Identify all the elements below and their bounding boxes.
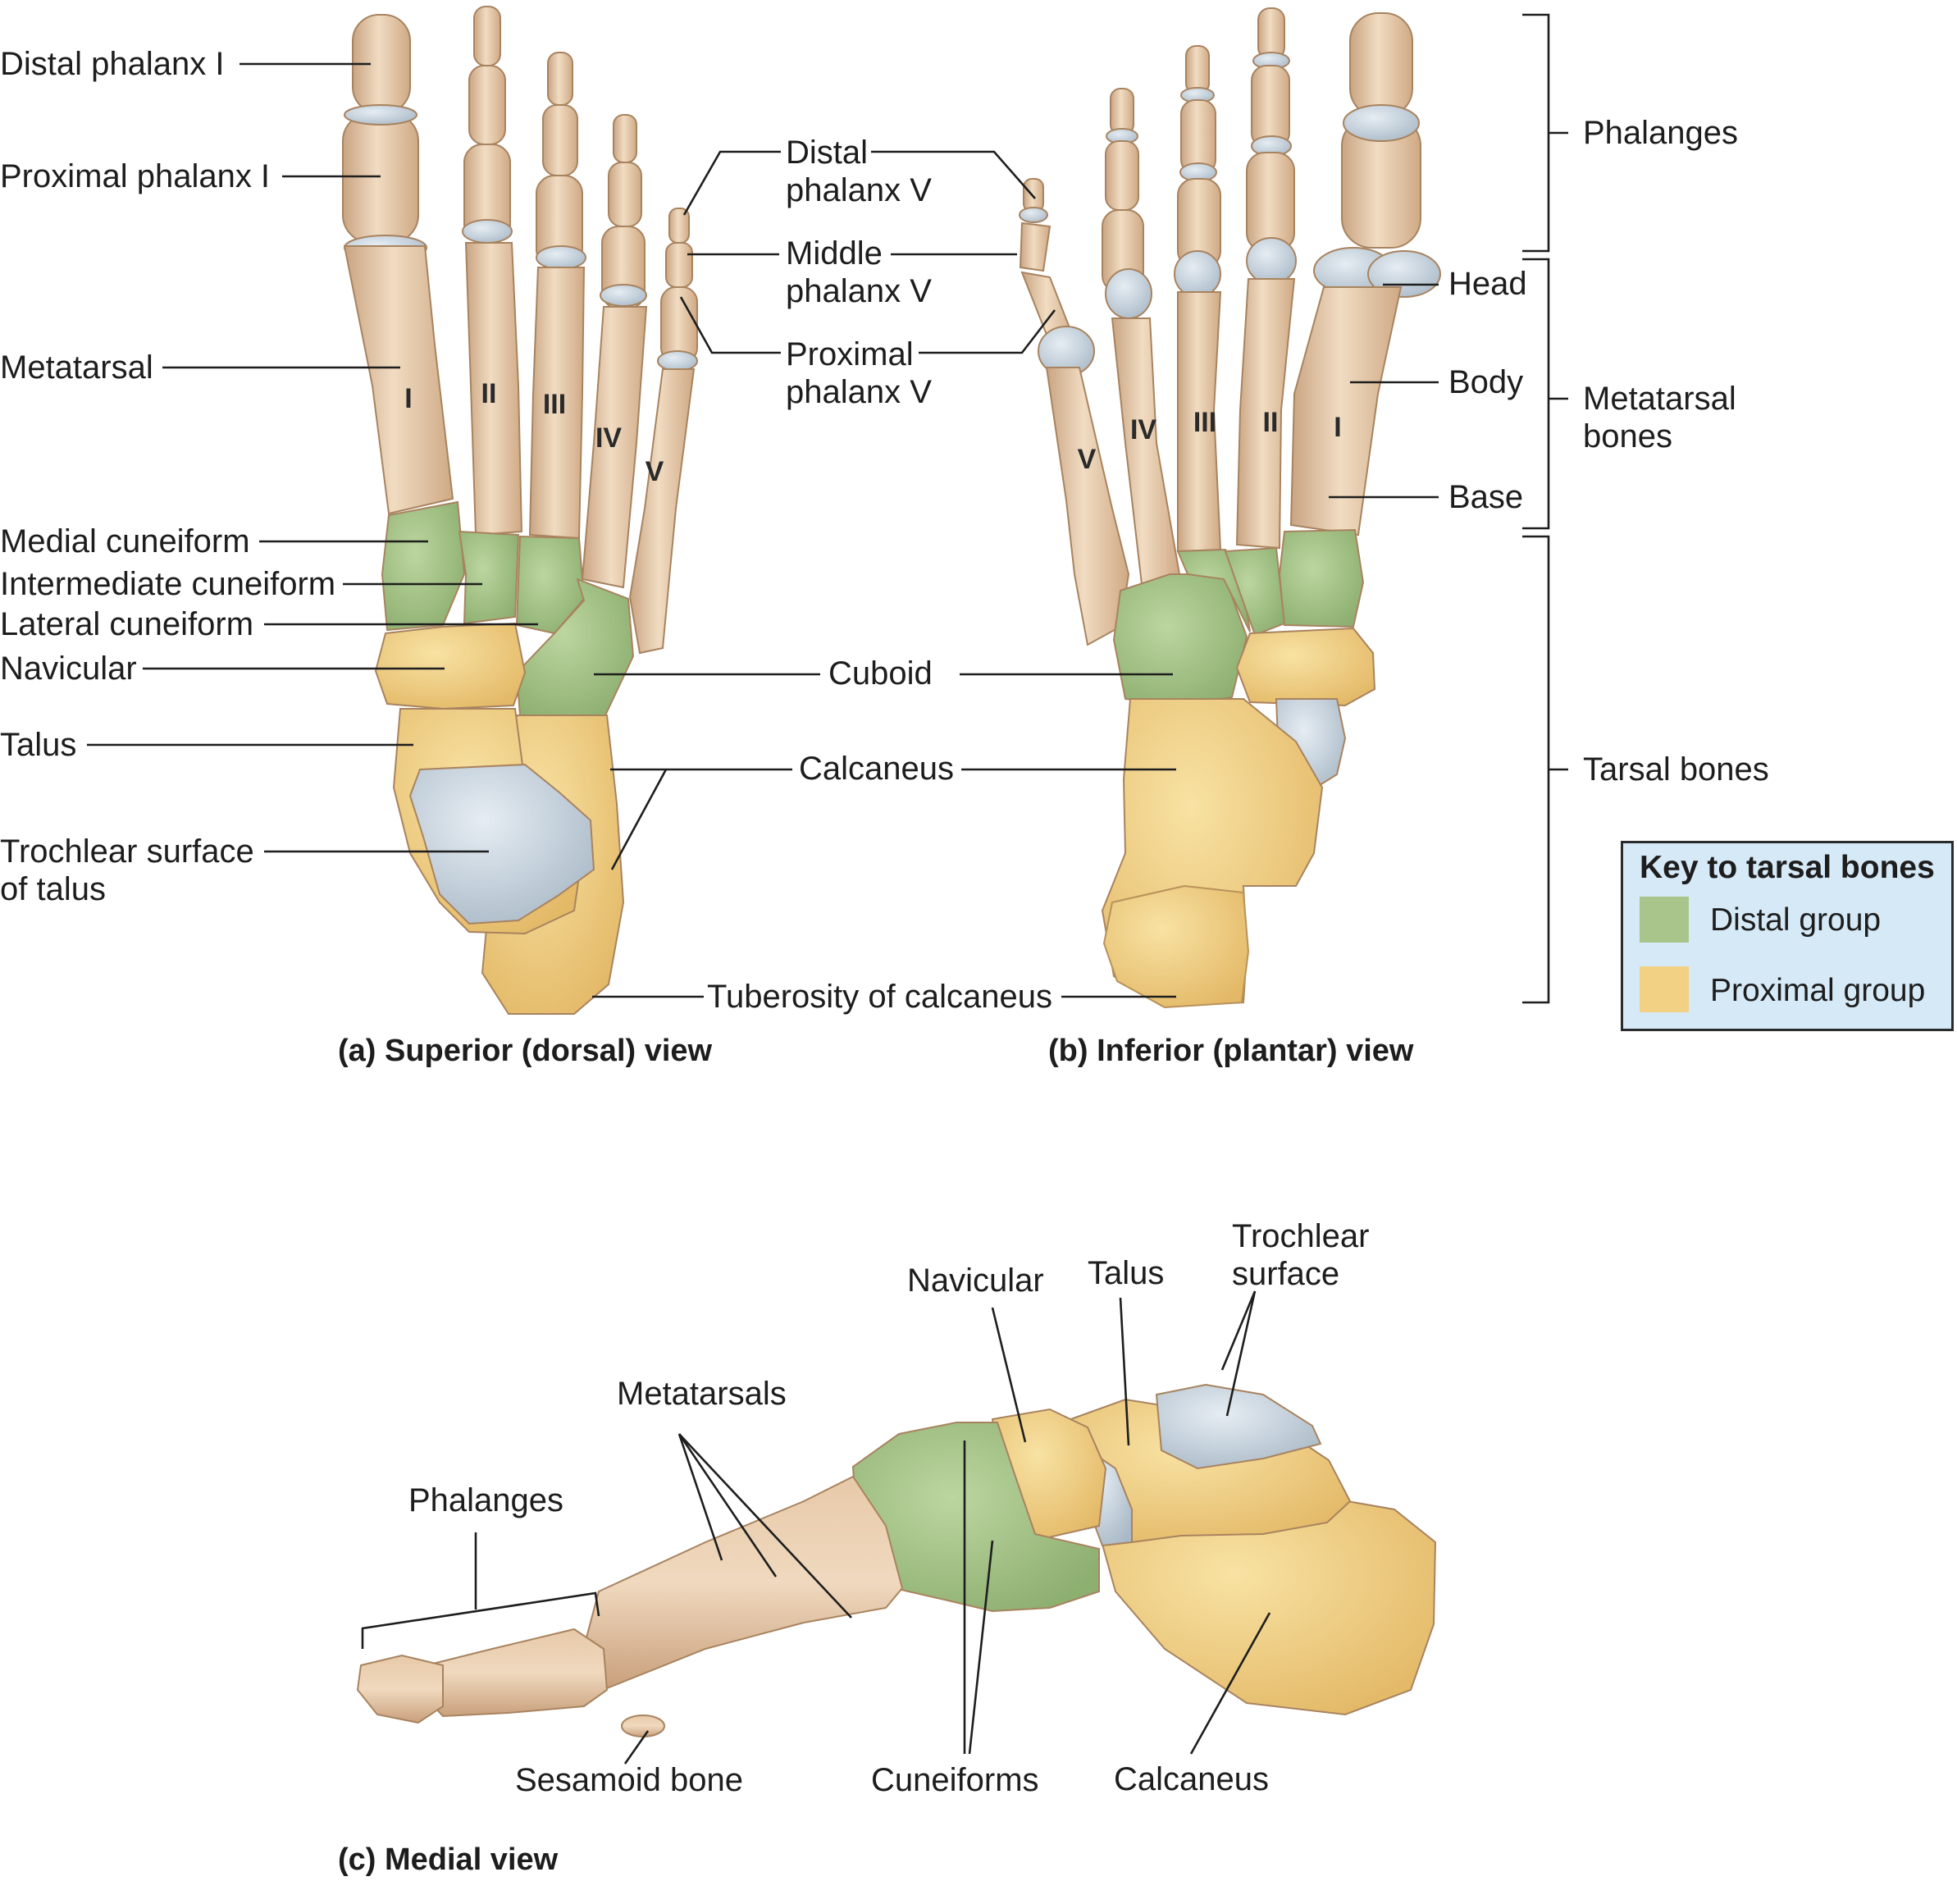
trochlear-surface-c xyxy=(1155,1383,1322,1470)
navicular-b xyxy=(1235,627,1376,707)
key-to-tarsal-bones: Key to tarsal bones Distal group Proxima… xyxy=(1621,841,1954,1031)
label-intermediate-cuneiform: Intermediate cuneiform xyxy=(0,566,336,602)
metatarsal-ii-a xyxy=(464,242,523,536)
label-cuneiforms: Cuneiforms xyxy=(871,1762,1039,1798)
label-distal-phalanx-i: Distal phalanx I xyxy=(0,46,225,82)
view-c-bones xyxy=(356,1383,1437,1737)
roman-b-iv: IV xyxy=(1130,414,1156,445)
view-a-bones xyxy=(342,6,698,1015)
roman-b-i: I xyxy=(1334,412,1341,443)
label-talus-c: Talus xyxy=(1088,1255,1165,1291)
key-title: Key to tarsal bones xyxy=(1640,850,1935,885)
distal-group-swatch xyxy=(1640,897,1689,943)
caption-superior-view: (a) Superior (dorsal) view xyxy=(338,1034,713,1068)
middle-phalanx-v-b xyxy=(1019,221,1051,272)
label-head: Head xyxy=(1448,266,1527,302)
proximal-phalanx-i-a xyxy=(342,112,419,244)
label-calcaneus-ab: Calcaneus xyxy=(799,751,955,787)
caption-inferior-view: (b) Inferior (plantar) view xyxy=(1048,1034,1414,1068)
navicular-a xyxy=(374,622,527,710)
medial-cuneiform-b xyxy=(1278,528,1365,628)
label-phalanges-b: Phalanges xyxy=(1583,115,1739,151)
metatarsals-c xyxy=(577,1475,904,1690)
roman-b-ii: II xyxy=(1263,407,1279,438)
label-tuberosity-of-calcaneus: Tuberosity of calcaneus xyxy=(707,979,1052,1015)
metatarsal-v-a xyxy=(628,368,696,655)
metatarsal-iv-b xyxy=(1111,317,1181,586)
label-distal-phalanx-v: Distal phalanx V xyxy=(786,135,932,208)
roman-b-iii: III xyxy=(1193,407,1216,438)
label-middle-phalanx-v: Middle phalanx V xyxy=(786,235,932,309)
metatarsal-iv-a xyxy=(581,306,648,589)
label-trochlear-surface-of-talus: Trochlear surface of talus xyxy=(0,833,254,907)
label-lateral-cuneiform: Lateral cuneiform xyxy=(0,606,254,642)
label-base: Base xyxy=(1448,479,1524,515)
label-phalanges-c: Phalanges xyxy=(408,1482,564,1518)
metatarsal-numerals: I II III IV V V IV III II I xyxy=(404,378,1341,487)
intermediate-cuneiform-a xyxy=(458,530,520,625)
metatarsal-i-a xyxy=(343,245,454,515)
joint-cartilage xyxy=(462,219,513,244)
label-proximal-phalanx-v: Proximal phalanx V xyxy=(786,336,932,410)
label-metatarsal-bones: Metatarsal bones xyxy=(1583,381,1736,454)
metatarsal-ii-b xyxy=(1235,278,1296,550)
joint-cartilage xyxy=(344,104,417,126)
joint-cartilage xyxy=(657,350,698,372)
roman-a-iii: III xyxy=(543,389,566,420)
tuberosity-of-calcaneus-b xyxy=(1102,884,1250,1009)
joint-cartilage xyxy=(536,245,586,270)
label-navicular-a: Navicular xyxy=(0,651,137,687)
metatarsal-v-b xyxy=(1045,367,1130,646)
view-b-bones xyxy=(1019,7,1441,1009)
roman-a-v: V xyxy=(645,456,664,487)
phalanges-proximal-c xyxy=(426,1628,609,1718)
joint-cartilage xyxy=(1343,104,1420,142)
roman-a-ii: II xyxy=(481,378,497,409)
label-calcaneus-c: Calcaneus xyxy=(1114,1761,1270,1797)
distal-group-label: Distal group xyxy=(1710,902,1882,938)
cuneiforms-c xyxy=(851,1422,1100,1613)
trochlear-surface-a xyxy=(408,763,595,925)
roman-a-i: I xyxy=(404,383,412,414)
label-trochlear-surface-c: Trochlear surface xyxy=(1232,1218,1370,1292)
medial-cuneiform-a xyxy=(381,500,466,632)
metatarsal-i-b xyxy=(1289,286,1403,536)
cuboid-b xyxy=(1112,573,1248,707)
label-sesamoid-bone: Sesamoid bone xyxy=(515,1762,743,1798)
label-tarsal-bones: Tarsal bones xyxy=(1583,751,1769,788)
roman-b-v: V xyxy=(1078,444,1097,475)
intermediate-cuneiform-b xyxy=(1224,546,1286,637)
proximal-group-swatch xyxy=(1640,966,1689,1012)
label-talus-a: Talus xyxy=(0,727,77,763)
joint-cartilage xyxy=(600,284,647,307)
label-cuboid: Cuboid xyxy=(828,655,933,692)
proximal-group-label: Proximal group xyxy=(1710,973,1926,1008)
roman-a-iv: IV xyxy=(595,422,622,454)
distal-phalanx-i-b xyxy=(1349,12,1413,117)
label-metatarsal: Metatarsal xyxy=(0,349,153,386)
caption-medial-view: (c) Medial view xyxy=(338,1842,559,1877)
label-metatarsals-c: Metatarsals xyxy=(617,1376,787,1412)
sesamoid-bone-c xyxy=(621,1715,665,1737)
label-body: Body xyxy=(1448,364,1524,400)
phalanges-distal-c xyxy=(356,1654,444,1724)
label-proximal-phalanx-i: Proximal phalanx I xyxy=(0,158,271,194)
label-medial-cuneiform: Medial cuneiform xyxy=(0,523,250,559)
label-navicular-c: Navicular xyxy=(907,1262,1044,1299)
leader-lines xyxy=(87,13,1568,1765)
middle-phalanx-v-a xyxy=(665,242,693,288)
